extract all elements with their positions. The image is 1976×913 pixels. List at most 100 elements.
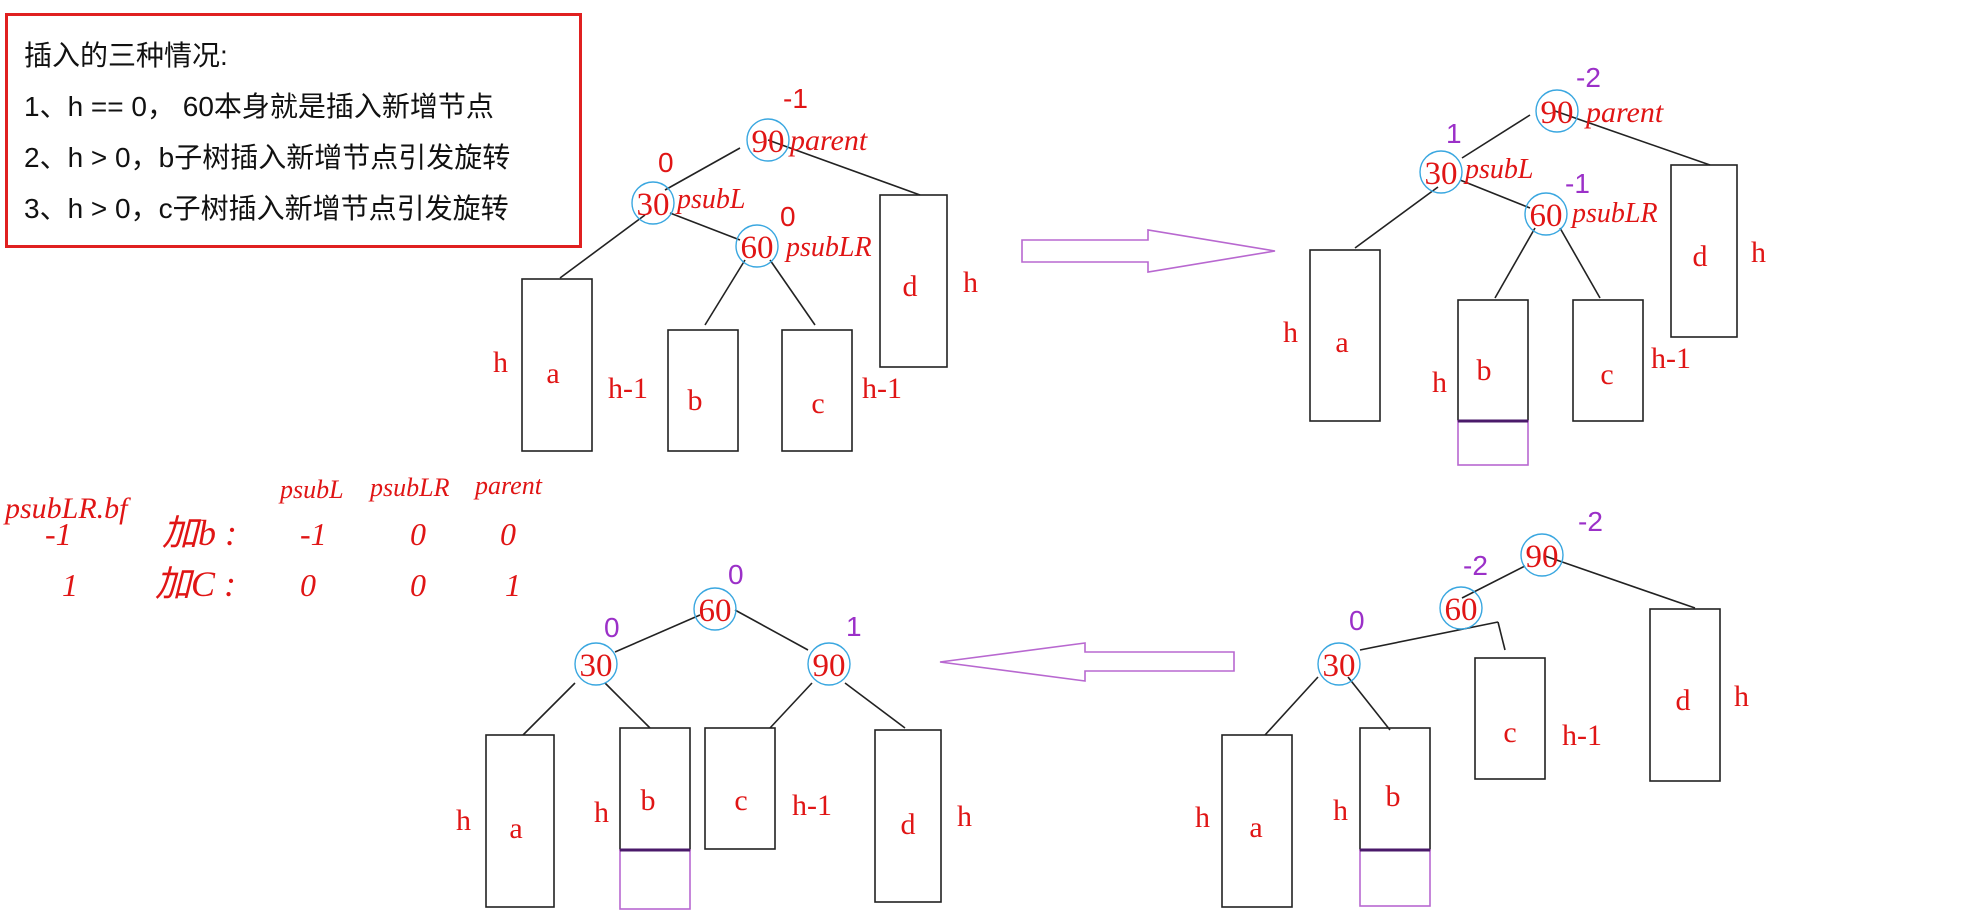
height-label: h-1 — [792, 789, 832, 822]
height-label: h-1 — [862, 372, 902, 405]
subtree-label: b — [688, 384, 703, 417]
diagram-4 — [485, 609, 942, 908]
table-row-label: 加b : — [162, 513, 237, 553]
diagram-3-nodes: 90 60 30 -2 -2 0 a b c d h h h-1 h — [1195, 506, 1749, 844]
balance-factor: -1 — [1565, 168, 1590, 199]
balance-factor: -1 — [783, 83, 808, 114]
node-tag: parent — [1584, 96, 1664, 129]
balance-factor: 0 — [728, 559, 744, 590]
height-label: h — [1333, 794, 1348, 827]
table-header: psubLR — [368, 473, 450, 502]
table-header: parent — [473, 471, 543, 500]
height-label: h — [957, 800, 972, 833]
inserted-node-box — [1359, 849, 1431, 907]
node-label: 90 — [813, 648, 846, 684]
balance-factor: 0 — [780, 201, 796, 232]
table-cell: 0 — [410, 567, 426, 603]
subtree-label: c — [1503, 716, 1516, 749]
height-label: h — [1432, 366, 1447, 399]
table-row-bf: -1 — [45, 516, 72, 552]
subtree-label: a — [1335, 326, 1348, 359]
subtree-label: d — [901, 808, 916, 841]
subtree-label: b — [1477, 354, 1492, 387]
node-ring — [735, 224, 779, 268]
node-tag: psubLR — [1570, 198, 1658, 229]
node-label: 60 — [699, 593, 732, 629]
height-label: h — [1195, 801, 1210, 834]
node-ring — [1524, 192, 1568, 236]
note-line-3: 3、h > 0，c子树插入新增节点引发旋转 — [24, 193, 509, 224]
table-row-bf: 1 — [62, 567, 78, 603]
diagram-1-nodes: 90 30 60 parent psubL psubLR -1 0 0 a b … — [493, 83, 978, 420]
arrow-left-icon — [939, 642, 1235, 682]
subtree-label: d — [1693, 240, 1708, 273]
height-label: h — [493, 346, 508, 379]
height-label: h — [1734, 680, 1749, 713]
balance-factor: -2 — [1463, 550, 1488, 581]
diagram-1 — [521, 139, 948, 452]
subtree-label: a — [509, 812, 522, 845]
node-ring — [693, 587, 737, 631]
balance-factor: 1 — [846, 611, 862, 642]
table-row-label: 加C : — [155, 564, 236, 604]
height-label: h-1 — [1562, 719, 1602, 752]
balance-factor: -2 — [1576, 62, 1601, 93]
node-ring — [1520, 533, 1564, 577]
note-line-1: 1、h == 0， 60本身就是插入新增节点 — [24, 91, 494, 122]
subtree-label: a — [1249, 811, 1262, 844]
node-tag: psubL — [1463, 154, 1533, 185]
table-header: psubL — [278, 475, 344, 504]
node-ring — [1439, 586, 1483, 630]
table-cell: -1 — [300, 516, 327, 552]
arrow-right-icon — [1021, 229, 1276, 273]
subtree-label: c — [811, 387, 824, 420]
table-cell: 1 — [505, 567, 521, 603]
bf-table: psubLR.bf psubL psubLR parent -1 加b : -1… — [3, 471, 543, 604]
subtree-label: a — [546, 357, 559, 390]
subtree-label: c — [734, 784, 747, 817]
node-label: 60 — [1445, 592, 1478, 628]
balance-factor: -2 — [1578, 506, 1603, 537]
height-label: h — [1283, 316, 1298, 349]
subtree-label: b — [1386, 780, 1401, 813]
note-title: 插入的三种情况: — [24, 40, 228, 71]
table-cell: 0 — [300, 567, 316, 603]
cases-note-box: 插入的三种情况: 1、h == 0， 60本身就是插入新增节点 2、h > 0，… — [5, 13, 582, 248]
height-label: h-1 — [608, 372, 648, 405]
node-label: 90 — [1526, 539, 1559, 575]
node-label: 30 — [637, 187, 670, 223]
balance-factor: 0 — [1349, 605, 1365, 636]
height-label: h — [456, 804, 471, 837]
table-cell: 0 — [410, 516, 426, 552]
height-label: h — [963, 266, 978, 299]
balance-factor: 0 — [658, 147, 674, 178]
height-label: h — [594, 796, 609, 829]
inserted-node-box — [1457, 420, 1529, 466]
node-label: 30 — [580, 648, 613, 684]
node-ring — [1535, 89, 1579, 133]
node-ring — [807, 642, 851, 686]
node-tag: parent — [788, 124, 868, 157]
table-cell: 0 — [500, 516, 516, 552]
node-label: 30 — [1425, 156, 1458, 192]
inserted-node-box — [619, 849, 691, 910]
node-ring — [1317, 642, 1361, 686]
height-label: h-1 — [1651, 342, 1691, 375]
node-tag: psubLR — [784, 232, 872, 263]
node-ring — [1419, 150, 1463, 194]
node-ring — [574, 642, 618, 686]
diagram-3 — [1221, 555, 1721, 908]
diagram-2-nodes: 90 30 60 parent psubL psubLR -2 1 -1 a b… — [1283, 62, 1766, 399]
subtree-label: d — [903, 270, 918, 303]
node-label: 60 — [741, 230, 774, 266]
node-label: 30 — [1323, 648, 1356, 684]
diagram-4-nodes: 60 30 90 0 0 1 a b c d h h h-1 h — [456, 559, 972, 845]
node-ring — [631, 181, 675, 225]
node-label: 60 — [1530, 198, 1563, 234]
table-header-left: psubLR.bf — [3, 492, 131, 525]
node-label: 90 — [1541, 95, 1574, 131]
balance-factor: 0 — [604, 612, 620, 643]
height-label: h — [1751, 236, 1766, 269]
node-tag: psubL — [675, 184, 745, 215]
